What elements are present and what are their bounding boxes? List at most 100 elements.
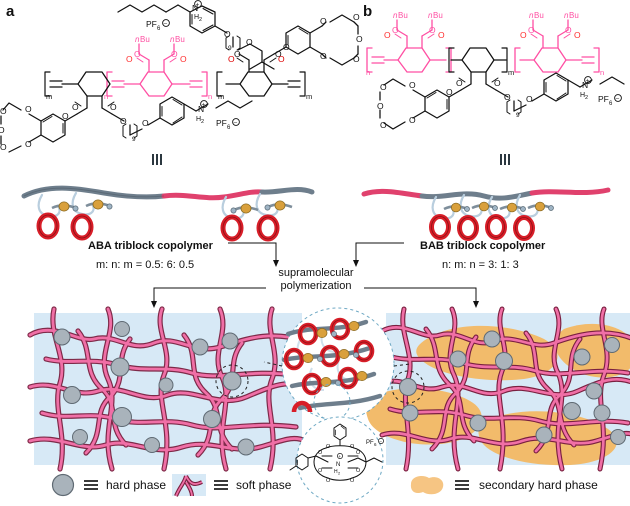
panel-label-b: b xyxy=(363,3,373,20)
svg-text:O: O xyxy=(171,49,178,59)
svg-text:PF: PF xyxy=(146,19,157,29)
svg-text:9: 9 xyxy=(228,45,232,52)
panel-label-a: a xyxy=(6,3,15,20)
svg-text:O: O xyxy=(504,92,511,102)
legend-item-soft-phase: soft phase xyxy=(172,472,291,498)
svg-text:O: O xyxy=(356,450,361,456)
svg-text:H: H xyxy=(196,116,201,123)
svg-text:2: 2 xyxy=(199,17,202,23)
svg-text:–: – xyxy=(379,439,382,444)
process-arrows-bottom xyxy=(28,283,602,313)
svg-text:n: n xyxy=(600,68,604,77)
svg-text:Bu: Bu xyxy=(398,11,408,20)
svg-text:n: n xyxy=(428,11,433,20)
equivalence-mark-a xyxy=(152,154,162,165)
svg-text:6: 6 xyxy=(157,26,161,32)
svg-text:+: + xyxy=(338,454,341,459)
svg-text:n: n xyxy=(564,11,569,20)
svg-text:O: O xyxy=(528,25,535,35)
svg-text:O: O xyxy=(409,80,416,90)
svg-text:O: O xyxy=(446,87,453,97)
svg-text:H: H xyxy=(334,469,338,475)
svg-text:O: O xyxy=(72,102,79,112)
svg-text:O: O xyxy=(120,116,127,126)
legend-item-secondary-hard-phase: secondary hard phase xyxy=(405,472,598,498)
svg-text:O: O xyxy=(456,78,463,88)
secondary-hard-phase-swatch-icon xyxy=(405,472,445,498)
svg-text:O: O xyxy=(326,478,331,484)
svg-text:O: O xyxy=(126,54,133,64)
svg-text:+: + xyxy=(586,79,590,85)
svg-text:N: N xyxy=(198,104,204,114)
svg-text:n: n xyxy=(366,68,370,77)
svg-text:9: 9 xyxy=(132,136,136,143)
svg-text:6: 6 xyxy=(227,125,231,131)
svg-text:–: – xyxy=(164,22,168,28)
svg-text:O: O xyxy=(283,42,290,52)
svg-text:O: O xyxy=(326,444,331,450)
legend-item-hard-phase: hard phase xyxy=(50,472,166,498)
svg-text:9: 9 xyxy=(516,112,520,119)
svg-text:O: O xyxy=(574,30,581,40)
svg-text:O: O xyxy=(356,468,361,474)
svg-text:O: O xyxy=(134,49,141,59)
svg-text:PF: PF xyxy=(366,440,374,446)
svg-text:m: m xyxy=(306,92,312,101)
svg-text:O: O xyxy=(0,125,5,135)
svg-text:O: O xyxy=(320,16,327,26)
svg-text:m: m xyxy=(508,68,514,77)
svg-text:O: O xyxy=(438,30,445,40)
svg-text:O: O xyxy=(228,54,235,64)
svg-text:N: N xyxy=(582,80,588,90)
svg-text:O: O xyxy=(565,25,572,35)
svg-text:O: O xyxy=(320,51,327,61)
hard-phase-swatch-icon xyxy=(50,472,76,498)
svg-text:Bu: Bu xyxy=(175,35,185,44)
schematic-chain-aba xyxy=(18,172,318,242)
equivalence-mark-b xyxy=(500,154,510,165)
svg-text:O: O xyxy=(25,139,32,149)
svg-text:O: O xyxy=(110,102,117,112)
svg-text:O: O xyxy=(353,54,360,64)
svg-text:O: O xyxy=(275,49,282,59)
svg-text:O: O xyxy=(377,101,384,111)
svg-text:O: O xyxy=(494,78,501,88)
svg-text:m: m xyxy=(46,92,52,101)
svg-text:O: O xyxy=(0,106,7,116)
legend-label-soft-phase: soft phase xyxy=(236,478,292,492)
svg-text:2: 2 xyxy=(338,471,341,476)
caption-bab-title: BAB triblock copolymer xyxy=(420,240,546,252)
process-arrows-top xyxy=(228,236,404,274)
equivalence-icon-hard-phase xyxy=(84,480,98,490)
svg-text:Bu: Bu xyxy=(433,11,443,20)
svg-text:O: O xyxy=(234,49,241,59)
svg-text:O: O xyxy=(180,54,187,64)
svg-text:O: O xyxy=(384,30,391,40)
svg-text:Bu: Bu xyxy=(140,35,150,44)
svg-text:O: O xyxy=(392,25,399,35)
svg-text:O: O xyxy=(520,30,527,40)
process-label: supramolecular polymerization xyxy=(266,267,366,293)
svg-text:H: H xyxy=(194,14,199,21)
svg-text:2: 2 xyxy=(585,95,588,101)
svg-text:n: n xyxy=(393,11,398,20)
svg-text:–: – xyxy=(616,97,620,103)
process-label-line1: supramolecular xyxy=(278,267,354,279)
structure-bab-triblock: O O O O O O O O O O N H 2 + PF 6 – 9 m n… xyxy=(366,6,630,154)
svg-text:N: N xyxy=(192,3,198,13)
svg-text:O: O xyxy=(350,444,355,450)
inset-threaded-chains xyxy=(263,306,411,428)
svg-text:PF: PF xyxy=(216,118,227,128)
svg-text:O: O xyxy=(0,142,7,152)
svg-text:–: – xyxy=(234,121,238,127)
svg-text:m: m xyxy=(218,92,224,101)
svg-text:O: O xyxy=(62,111,69,121)
svg-text:+: + xyxy=(196,3,200,9)
svg-text:n: n xyxy=(208,92,212,101)
svg-text:O: O xyxy=(246,37,253,47)
soft-phase-swatch-icon xyxy=(172,472,206,498)
svg-text:O: O xyxy=(380,120,387,130)
svg-text:O: O xyxy=(429,25,436,35)
svg-text:6: 6 xyxy=(374,442,377,447)
svg-text:O: O xyxy=(278,54,285,64)
